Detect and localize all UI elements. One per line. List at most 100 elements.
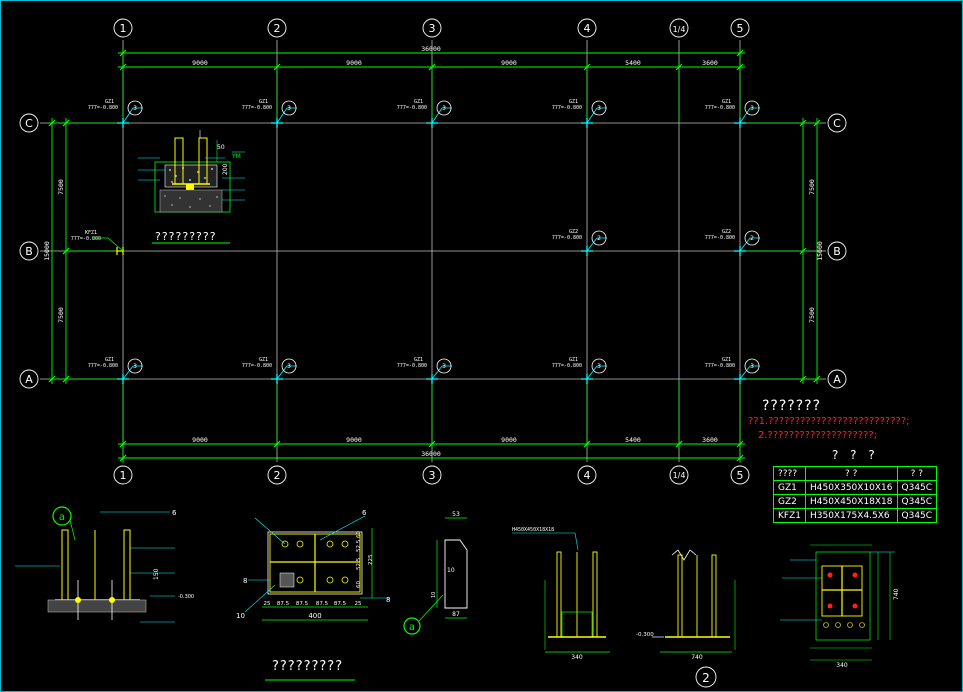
bp-tag-6: 6 [362,509,367,517]
detail-idx-c4: 3 [597,105,601,112]
tag-c5: GZ1 [722,99,731,105]
notes-line-2: 2.????????????????????; [758,430,878,441]
dim-right-total: 15000 [816,241,824,261]
dim-top-4: 5400 [625,59,641,67]
bottom-caption: ????????? [272,659,344,674]
dim-left-2: 7500 [57,307,65,323]
detail-index-circles [127,100,760,374]
dim-right-1: 7500 [808,179,816,195]
col-label-bottom-1: 1 [120,469,127,482]
detail-bracket-plan: 340 740 [780,544,900,669]
tag-c1: GZ1 [105,99,114,105]
detail-stiffener: 53 10 87 10 a [403,511,468,635]
dim-bottom-1: 9000 [192,436,208,444]
detail-column-base-elevation: a 150 -0.300 6 [15,506,194,623]
detail-a-label: a [59,512,65,523]
notes-line-1: ??1.??????????????????????????; [748,416,910,427]
legend-title: ? ? ? [832,448,879,462]
legend-header-row: ???? ? ? ? ? [773,466,938,481]
legend-cell: H350X175X4.5X6 [804,508,898,523]
bp-dim-25a: 25 [264,601,271,607]
bp-side-60a: 60 [356,531,362,538]
stiff-dim-87: 87 [452,611,460,618]
detail-idx-b4: 2 [597,235,601,242]
tag-a1-elev: 777=-0.800 [88,363,118,369]
col-label-top-3: 3 [429,22,436,35]
tag-c3: GZ1 [414,99,423,105]
tag-a5: GZ1 [722,357,731,363]
dim-left-total: 15000 [43,241,51,261]
legend-row: GZ2 H450X450X18X18 Q345C [773,494,938,509]
dim-left-1: 7500 [57,179,65,195]
tag-c2: GZ1 [259,99,268,105]
base-dim-150: 150 [153,568,160,580]
bp-tag-8b: 8 [386,596,390,604]
grid-bubbles [19,18,847,485]
inset-dim-200: 200 [222,163,229,175]
detail-idx-c5: 3 [750,105,754,112]
elev2-detail-label: 2 [702,671,710,685]
col-label-bottom-3: 3 [429,469,436,482]
legend-cell: Q345C [896,480,938,495]
legend-cell: GZ2 [773,494,806,509]
col-label-bottom-5: 5 [737,469,744,482]
legend-header-cell: ? ? [896,466,938,481]
tag-b1: KFZ1 [85,230,97,236]
column-tag-leaders [122,107,760,380]
detail-idx-b5: 2 [750,235,754,242]
bp-side-225: 225 [368,554,374,565]
tag-a3-elev: 777=-0.800 [397,363,427,369]
tag-a2-elev: 777=-0.800 [242,363,272,369]
kfz1-leader [92,237,124,252]
tag-b5-elev: 777=-0.800 [705,235,735,241]
col-label-top-1-4: 1/4 [673,25,686,34]
tag-c5-elev: 777=-0.800 [705,105,735,111]
col-label-bottom-1-4: 1/4 [673,471,686,480]
plan-caption: ????????? [155,230,217,243]
tag-a2: GZ1 [259,357,268,363]
tag-b4-elev: 777=-0.800 [552,235,582,241]
stiff-dim-10: 10 [447,567,455,574]
legend-cell: H450X450X18X18 [804,494,898,509]
dim-top-3: 9000 [501,59,517,67]
tag-a5-elev: 777=-0.800 [705,363,735,369]
dim-right-2: 7500 [808,307,816,323]
dim-bottom-3: 9000 [501,436,517,444]
tag-c3-elev: 777=-0.800 [397,105,427,111]
bp-dim-25b: 25 [355,601,362,607]
dim-bottom-2: 9000 [346,436,362,444]
stiff-dim-53: 53 [452,511,460,518]
tag-c4-elev: 777=-0.800 [552,105,582,111]
detail-index-texts: 3 3 3 3 3 2 2 3 3 3 3 3 [133,105,754,370]
detail-idx-c1: 3 [133,105,137,112]
tag-b1-elev: 777=-0.800 [71,236,101,242]
detail-idx-a2: 3 [287,363,291,370]
bracket-dim-340: 340 [836,662,848,669]
member-legend-table: ???? ? ? ? ? GZ1 H450X350X10X16 Q345C GZ… [773,466,938,523]
dim-top-2: 9000 [346,59,362,67]
legend-cell: H450X350X10X16 [804,480,898,495]
inset-dim-50: 50 [217,144,225,151]
tag-a1: GZ1 [105,357,114,363]
bp-dim-400: 400 [308,612,321,620]
legend-row: GZ1 H450X350X10X16 Q345C [773,480,938,495]
beam-tag: H450X450X18X18 [512,527,554,533]
legend-cell: Q345C [896,494,938,509]
base-tag-6: 6 [172,509,177,517]
dim-top-total: 36000 [421,45,441,53]
col-label-bottom-4: 4 [584,469,591,482]
stiff-detail-a: a [409,622,415,633]
col-label-top-4: 4 [584,22,591,35]
dim-bottom-total: 36000 [421,450,441,458]
bracket-dim-740: 740 [893,588,900,600]
tag-a3: GZ1 [414,357,423,363]
col-label-top-2: 2 [274,22,281,35]
col-label-bottom-2: 2 [274,469,281,482]
dim-bottom-4: 5400 [625,436,641,444]
stiff-dim-10b: 10 [431,592,437,598]
tag-a4-elev: 777=-0.800 [552,363,582,369]
tag-a4: GZ1 [569,357,578,363]
notes-title: ??????? [762,398,822,414]
row-label-right-c: C [833,117,841,130]
inset-foundation-detail: YM 50 200 [138,130,245,213]
